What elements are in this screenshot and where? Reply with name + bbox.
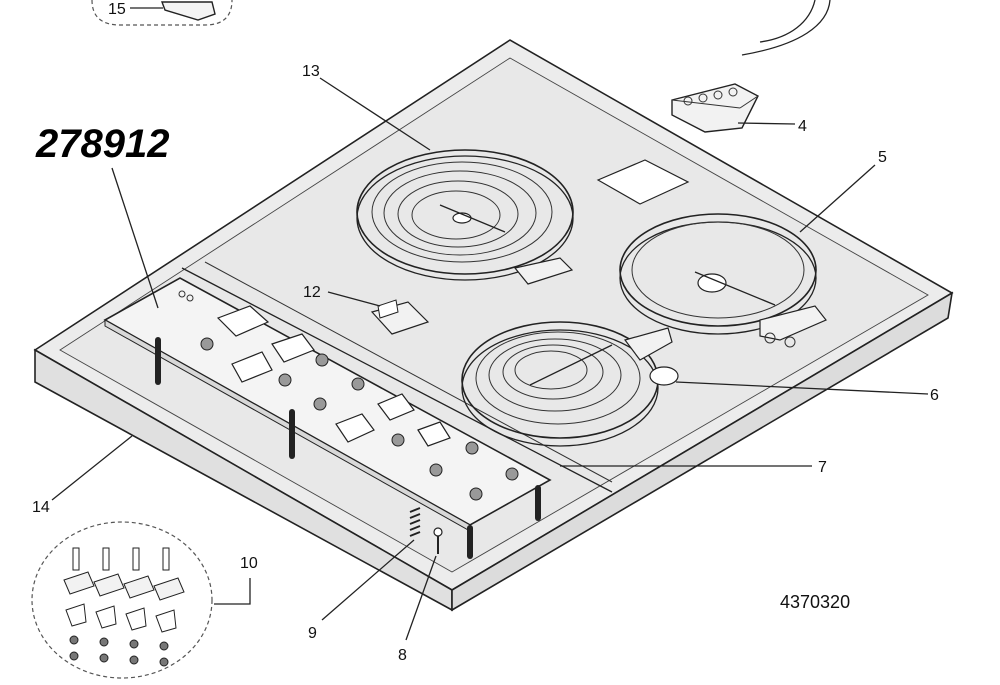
callout-4: 4 [798,118,807,135]
callout-14: 14 [32,499,50,516]
glass-cooktop-body [33,39,954,612]
callout-6: 6 [930,387,939,404]
document-code: 4370320 [780,592,850,612]
part-8-screw [433,527,443,554]
callout-10: 10 [240,555,258,572]
part-10-mounting-hardware-inset [31,521,213,679]
part-15-inset [91,0,233,26]
callout-8: 8 [398,647,407,664]
part-number: 278912 [35,122,169,166]
power-cable [741,0,831,56]
part-12-clip [370,299,430,335]
callout-13: 13 [302,63,320,80]
part-4-terminal-block [671,83,759,133]
part-6-element-connector [649,366,679,386]
leader-lines [51,77,929,641]
callout-5: 5 [878,149,887,166]
callout-9: 9 [308,625,317,642]
callout-12: 12 [303,284,321,301]
callout-15: 15 [108,1,126,18]
part-13-large-heating-element [356,149,574,285]
part-9-spring [409,507,421,537]
callout-7: 7 [818,459,827,476]
part-5-radiant-heating-element [619,213,827,348]
control-board [103,277,552,559]
